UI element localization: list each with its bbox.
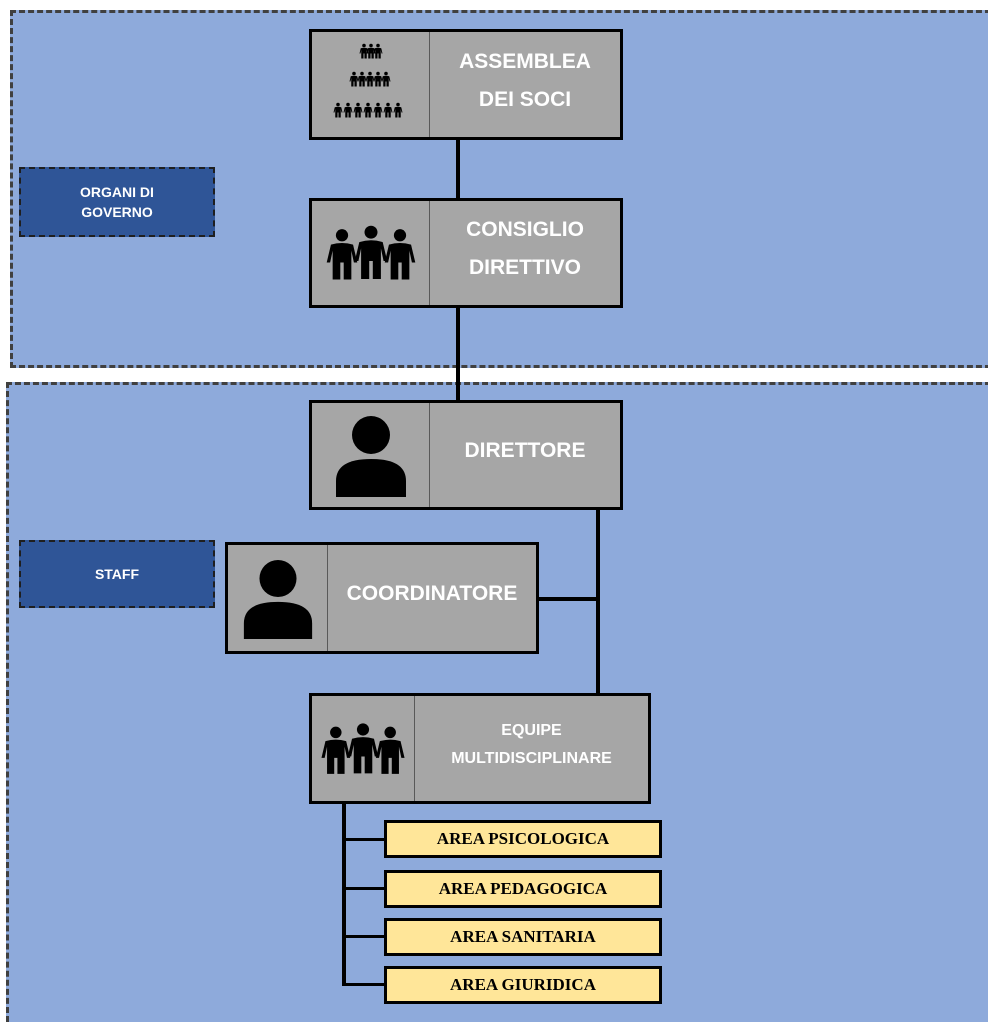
area-pedagogica-label: AREA PEDAGOGICA — [438, 879, 608, 898]
connector-consiglio-direttore — [456, 308, 460, 400]
area-psicologica-label: AREA PSICOLOGICA — [436, 829, 610, 848]
connector-equipe-areas-vertical — [342, 804, 346, 986]
consiglio-direttivo-box: CONSIGLIO DIRETTIVO — [309, 198, 623, 308]
assemblea-dei-soci-label: ASSEMBLEA DEI SOCI — [430, 32, 620, 137]
area-psicologica-box: AREA PSICOLOGICA — [384, 820, 662, 858]
organi-di-governo-line2: GOVERNO — [81, 204, 153, 220]
connector-assemblea-consiglio — [456, 140, 460, 198]
assemblea-line1: ASSEMBLEA — [459, 49, 591, 73]
direttore-label: DIRETTORE — [464, 439, 586, 462]
connector-area-sanitaria — [342, 935, 384, 938]
direttore-box: DIRETTORE — [309, 400, 623, 510]
connector-coordinatore-branch — [539, 597, 600, 601]
direttore-label-cell: DIRETTORE — [430, 403, 620, 507]
area-giuridica-box: AREA GIURIDICA — [384, 966, 662, 1004]
coordinatore-box: COORDINATORE — [225, 542, 539, 654]
connector-area-psicologica — [342, 838, 384, 841]
organi-di-governo-tag: ORGANI DI GOVERNO — [19, 167, 215, 237]
equipe-line2: MULTIDISCIPLINARE — [451, 749, 612, 767]
consiglio-direttivo-label: CONSIGLIO DIRETTIVO — [430, 201, 620, 305]
connector-area-pedagogica — [342, 887, 384, 890]
area-pedagogica-box: AREA PEDAGOGICA — [384, 870, 662, 908]
equipe-multidisciplinare-box: EQUIPE MULTIDISCIPLINARE — [309, 693, 651, 804]
area-sanitaria-label: AREA SANITARIA — [450, 927, 596, 946]
staff-tag: STAFF — [19, 540, 215, 608]
area-sanitaria-box: AREA SANITARIA — [384, 918, 662, 956]
area-giuridica-label: AREA GIURIDICA — [450, 975, 596, 994]
assemblea-line2: DEI SOCI — [478, 87, 572, 111]
consiglio-line1: CONSIGLIO — [466, 218, 584, 241]
equipe-multidisciplinare-label: EQUIPE MULTIDISCIPLINARE — [415, 696, 648, 801]
three-people-icon — [312, 201, 430, 305]
consiglio-line2: DIRETTIVO — [468, 256, 581, 279]
person-icon — [312, 403, 430, 507]
three-people-icon — [312, 696, 415, 801]
coordinatore-label: COORDINATORE — [346, 582, 518, 605]
person-icon — [228, 545, 328, 651]
connector-area-giuridica — [342, 983, 384, 986]
organi-di-governo-line1: ORGANI DI — [80, 184, 154, 200]
connector-direttore-equipe — [596, 510, 600, 693]
equipe-line1: EQUIPE — [501, 721, 562, 739]
assemblea-dei-soci-box: ASSEMBLEA DEI SOCI — [309, 29, 623, 140]
crowd-pyramid-icon — [312, 32, 430, 137]
staff-label: STAFF — [94, 566, 140, 582]
coordinatore-label-cell: COORDINATORE — [328, 545, 536, 651]
